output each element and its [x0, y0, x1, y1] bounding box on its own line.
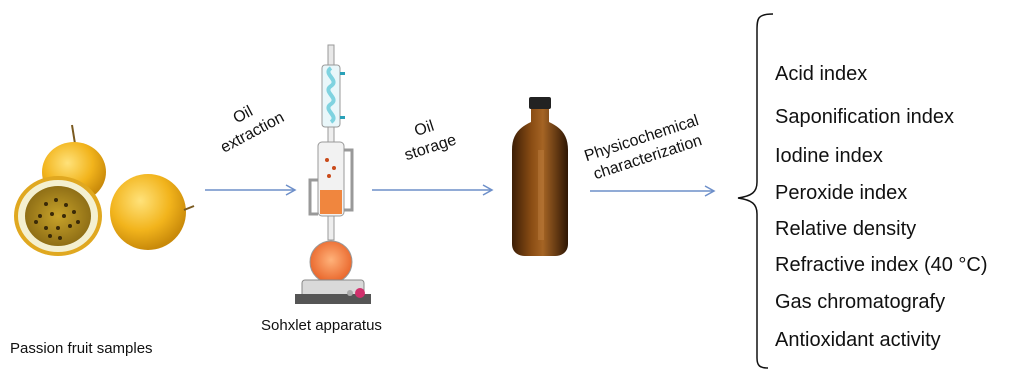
analysis-item-refractive-index: Refractive index (40 °C) [775, 254, 988, 276]
apparatus-label: Sohxlet apparatus [261, 317, 382, 334]
analysis-item-saponification-index: Saponification index [775, 106, 955, 128]
analysis-item-acid-index: Acid index [775, 63, 868, 85]
arrow-storage [372, 184, 494, 196]
soxhlet-apparatus-illustration [295, 44, 371, 304]
passion-fruit-illustration [14, 124, 195, 256]
samples-label: Passion fruit samples [10, 340, 153, 357]
amber-bottle-illustration [512, 97, 568, 256]
analysis-item-antioxidant-activity: Antioxidant activity [775, 329, 941, 351]
arrow-characterization [590, 185, 716, 197]
analysis-item-relative-density: Relative density [775, 218, 917, 240]
arrow-extraction [205, 184, 297, 196]
analysis-item-peroxide-index: Peroxide index [775, 182, 908, 204]
analysis-item-iodine-index: Iodine index [775, 145, 883, 167]
analysis-item-gas-chromatografy: Gas chromatografy [775, 291, 946, 313]
analyses-brace [737, 13, 774, 369]
